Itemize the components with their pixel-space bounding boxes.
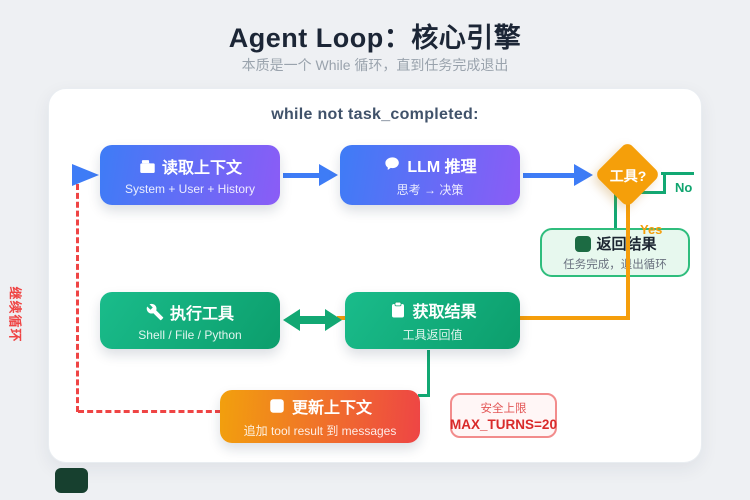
clipboard-icon [388, 301, 407, 320]
node-subtitle: System + User + History [124, 182, 256, 196]
node-title: 更新上下文 [291, 400, 372, 417]
node-title: 读取上下文 [161, 160, 242, 177]
arrowhead-read-to-llm [319, 164, 338, 186]
arrow-exec-get-bidirectional [283, 309, 342, 331]
node-max-turns: 安全上限 MAX_TURNS=20 [450, 393, 557, 438]
node-subtitle: Shell / File / Python [138, 327, 242, 342]
loopback-label: 继续循环 [7, 286, 23, 343]
node-update-context: 更新上下文 追加 tool result 到 messages [220, 390, 420, 443]
node-return-result: 返回结果 任务完成，退出循环 [540, 228, 690, 277]
loopback-dashed-left [76, 184, 79, 412]
node-title: 执行工具 [169, 305, 234, 323]
wrench-icon [146, 302, 165, 321]
max-turns-value: MAX_TURNS=20 [450, 416, 557, 432]
arrow-read-to-llm [283, 173, 320, 178]
loopback-arrowhead [72, 164, 99, 186]
book-icon [573, 234, 592, 253]
while-loop-header: while not task_completed: [271, 106, 479, 123]
brain-icon [383, 155, 402, 174]
page-title: Agent Loop：核心引擎 [228, 23, 522, 53]
tool-decision-label: 工具? [609, 168, 647, 184]
node-subtitle: 工具返回值 [402, 328, 463, 342]
node-subtitle: 思考 → 决策 [396, 182, 464, 197]
edge-no-drop [663, 172, 666, 193]
node-subtitle: 任务完成，退出循环 [563, 259, 667, 271]
edge-no-into-return [614, 191, 617, 229]
edge-label-yes: Yes [640, 222, 663, 237]
edge-label-no: No [675, 180, 693, 195]
edge-get-to-update-foot [418, 394, 430, 397]
node-exec-tool: 执行工具 Shell / File / Python [100, 292, 280, 349]
inbox-icon [138, 157, 157, 176]
page-subtitle: 本质是一个 While 循环，直到任务完成退出 [241, 57, 509, 73]
node-title: 获取结果 [412, 304, 477, 321]
arrow-llm-to-decision [523, 173, 575, 178]
edge-yes-vertical [626, 203, 630, 319]
edge-no-horizontal [661, 172, 694, 175]
node-llm-reasoning: LLM 推理 思考 → 决策 [340, 145, 520, 205]
node-subtitle: 追加 tool result 到 messages [243, 424, 397, 438]
node-get-result: 获取结果 工具返回值 [345, 292, 520, 349]
node-title: LLM 推理 [407, 158, 477, 176]
partial-footer-badge [55, 468, 88, 493]
loopback-dashed-bottom [78, 410, 221, 413]
memo-icon [268, 397, 287, 416]
arrowhead-llm-to-decision [574, 164, 593, 186]
max-turns-caption: 安全上限 [480, 402, 527, 415]
edge-get-to-update-v [427, 350, 430, 397]
node-read-context: 读取上下文 System + User + History [100, 145, 280, 205]
